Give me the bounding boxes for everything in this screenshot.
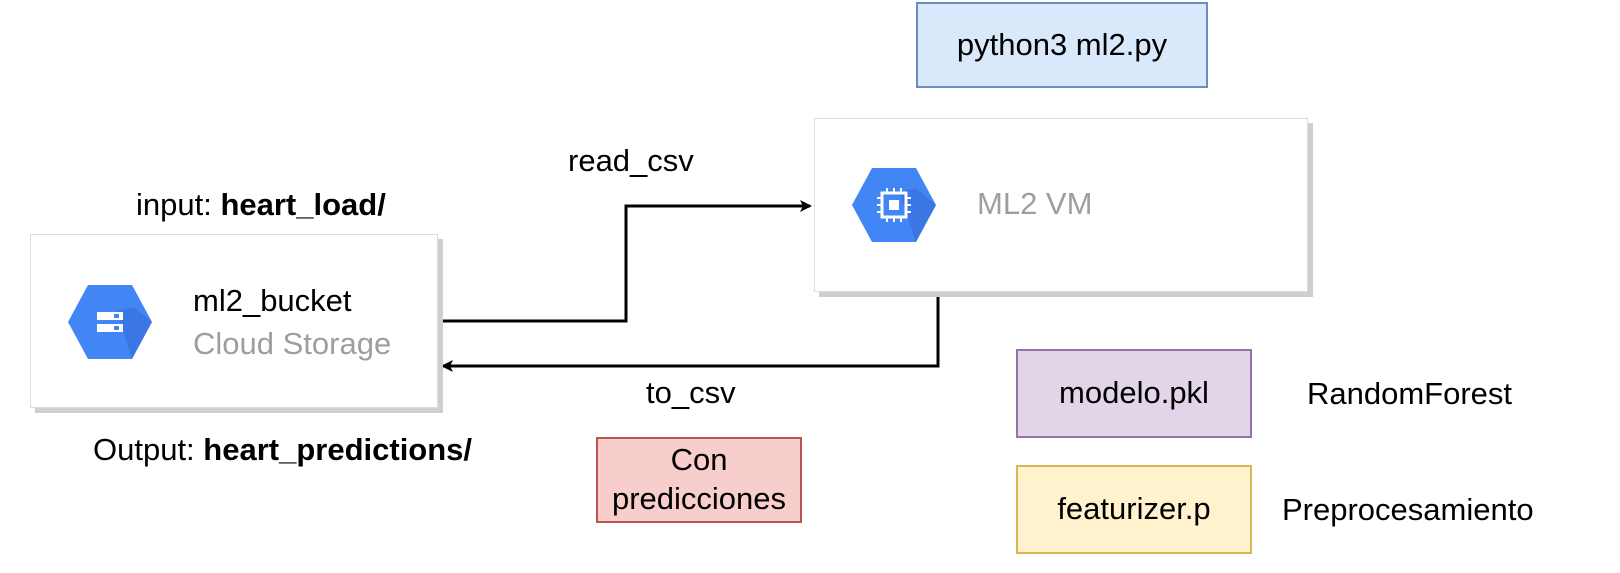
compute-vm-node[interactable]: ML2 VM: [814, 118, 1308, 292]
storage-icon: [68, 285, 152, 359]
featurizer-description: Preprocesamiento: [1282, 492, 1534, 527]
model-file-text: modelo.pkl: [1059, 375, 1209, 411]
bucket-name: ml2_bucket: [193, 283, 352, 318]
featurizer-file-box: featurizer.p: [1016, 465, 1252, 554]
read-csv-edge: [440, 200, 812, 323]
command-box: python3 ml2.py: [916, 2, 1208, 88]
bucket-service: Cloud Storage: [193, 326, 392, 361]
model-description: RandomForest: [1307, 376, 1513, 411]
featurizer-file-text: featurizer.p: [1057, 491, 1211, 527]
bucket-output-label: Output: heart_predictions/: [93, 432, 473, 467]
read-csv-label: read_csv: [568, 143, 694, 178]
model-file-box: modelo.pkl: [1016, 349, 1252, 438]
predictions-note: Con predicciones: [596, 437, 802, 523]
predictions-text: Con predicciones: [611, 442, 787, 516]
cloud-storage-node[interactable]: ml2_bucket Cloud Storage: [30, 234, 438, 408]
to-csv-label: to_csv: [646, 375, 736, 410]
bucket-input-label: input: heart_load/: [136, 187, 386, 222]
compute-engine-icon: [852, 168, 936, 242]
command-text: python3 ml2.py: [956, 26, 1168, 62]
input-path: heart_load/: [220, 187, 386, 222]
to-csv-edge: [441, 295, 940, 372]
output-path: heart_predictions/: [203, 432, 473, 467]
vm-name: ML2 VM: [977, 186, 1093, 221]
